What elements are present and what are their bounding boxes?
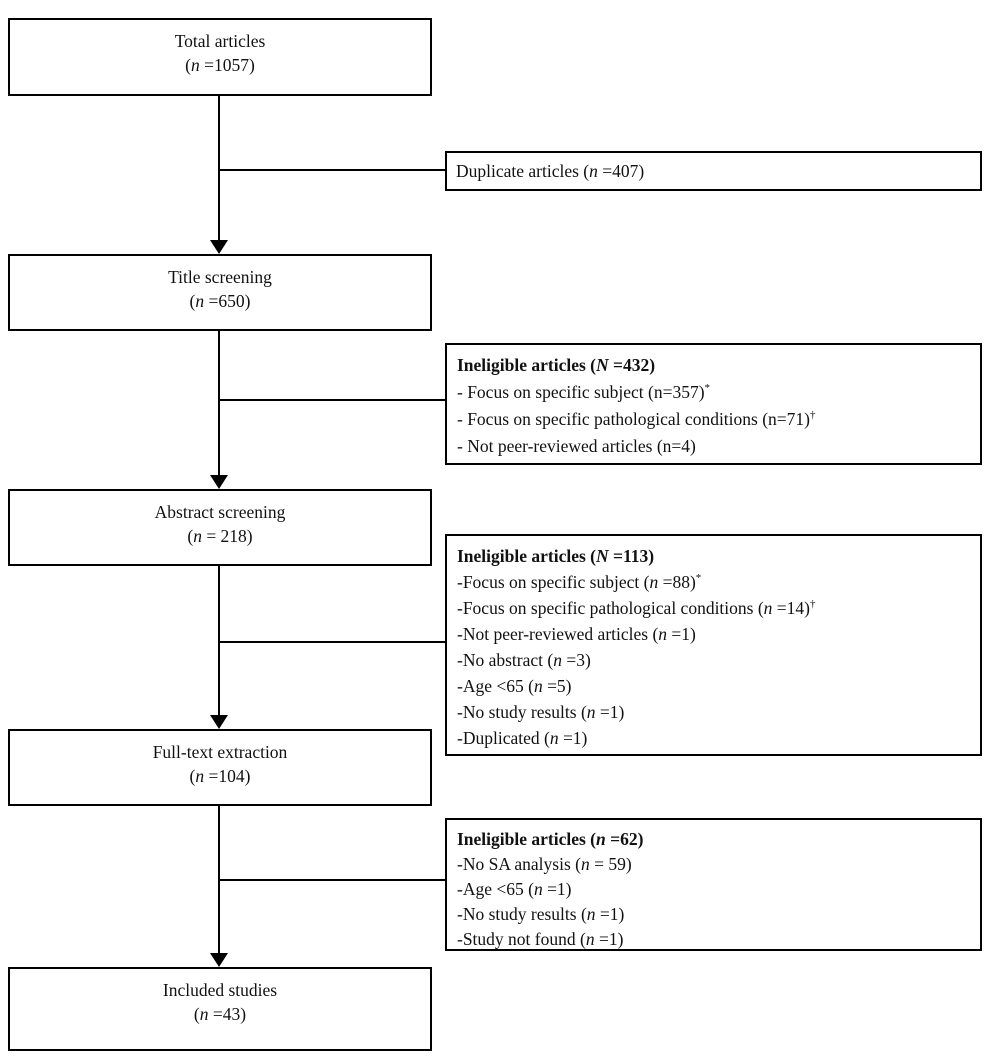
abstract-screening-box: Abstract screening (n = 218) xyxy=(8,489,432,566)
arrow-down-icon xyxy=(210,953,228,967)
connector-title-to-abstract xyxy=(218,331,220,477)
text-line: (n =104) xyxy=(189,766,251,786)
text-line: -No study results (n =1) xyxy=(457,702,625,722)
text-line: -Age <65 (n =1) xyxy=(457,879,572,899)
text-line: - Not peer-reviewed articles (n=4) xyxy=(457,436,696,456)
text-line: -No abstract (n =3) xyxy=(457,650,591,670)
text-line: -No SA analysis (n = 59) xyxy=(457,854,632,874)
text-line: Duplicate articles (n =407) xyxy=(456,160,645,181)
text-line: Total articles xyxy=(174,31,266,51)
text-line: -Age <65 (n =5) xyxy=(457,676,572,696)
branch-to-ineligible-abstract xyxy=(219,641,445,643)
branch-to-ineligible-fulltext xyxy=(219,879,445,881)
ineligible-title-screening-box: Ineligible articles (N =432) - Focus on s… xyxy=(445,343,982,465)
arrow-down-icon xyxy=(210,240,228,254)
text-line: Abstract screening xyxy=(154,502,286,522)
branch-to-duplicate-articles xyxy=(219,169,445,171)
text-line: -Focus on specific pathological conditio… xyxy=(457,598,816,618)
text-line: (n = 218) xyxy=(187,526,253,546)
branch-to-ineligible-title xyxy=(219,399,445,401)
included-studies-box: Included studies (n =43) xyxy=(8,967,432,1051)
text-line: Full-text extraction xyxy=(152,742,288,762)
text-line: (n =43) xyxy=(193,1004,247,1024)
text-line: - Focus on specific pathological conditi… xyxy=(457,409,816,429)
text-line: Title screening xyxy=(168,267,272,287)
text-line: (n =1057) xyxy=(185,55,255,75)
ineligible-abstract-screening-box: Ineligible articles (N =113) -Focus on sp… xyxy=(445,534,982,756)
duplicate-articles-box: Duplicate articles (n =407) xyxy=(445,151,982,191)
text-line: Ineligible articles (n =62) xyxy=(457,829,644,849)
title-screening-box: Title screening (n =650) xyxy=(8,254,432,331)
text-line: Ineligible articles (N =113) xyxy=(457,546,655,566)
total-articles-box: Total articles (n =1057) xyxy=(8,18,432,96)
text-line: (n =650) xyxy=(189,291,251,311)
text-line: -Duplicated (n =1) xyxy=(457,728,588,748)
text-line: Included studies xyxy=(162,980,278,1000)
text-line: Ineligible articles (N =432) xyxy=(457,355,656,375)
text-line: -Focus on specific subject (n =88)* xyxy=(457,572,702,592)
text-line: - Focus on specific subject (n=357)* xyxy=(457,382,711,402)
ineligible-full-text-box: Ineligible articles (n =62) -No SA analys… xyxy=(445,818,982,951)
full-text-extraction-box: Full-text extraction (n =104) xyxy=(8,729,432,806)
arrow-down-icon xyxy=(210,715,228,729)
text-line: -Not peer-reviewed articles (n =1) xyxy=(457,624,696,644)
arrow-down-icon xyxy=(210,475,228,489)
text-line: -No study results (n =1) xyxy=(457,904,625,924)
text-line: -Study not found (n =1) xyxy=(457,929,624,949)
